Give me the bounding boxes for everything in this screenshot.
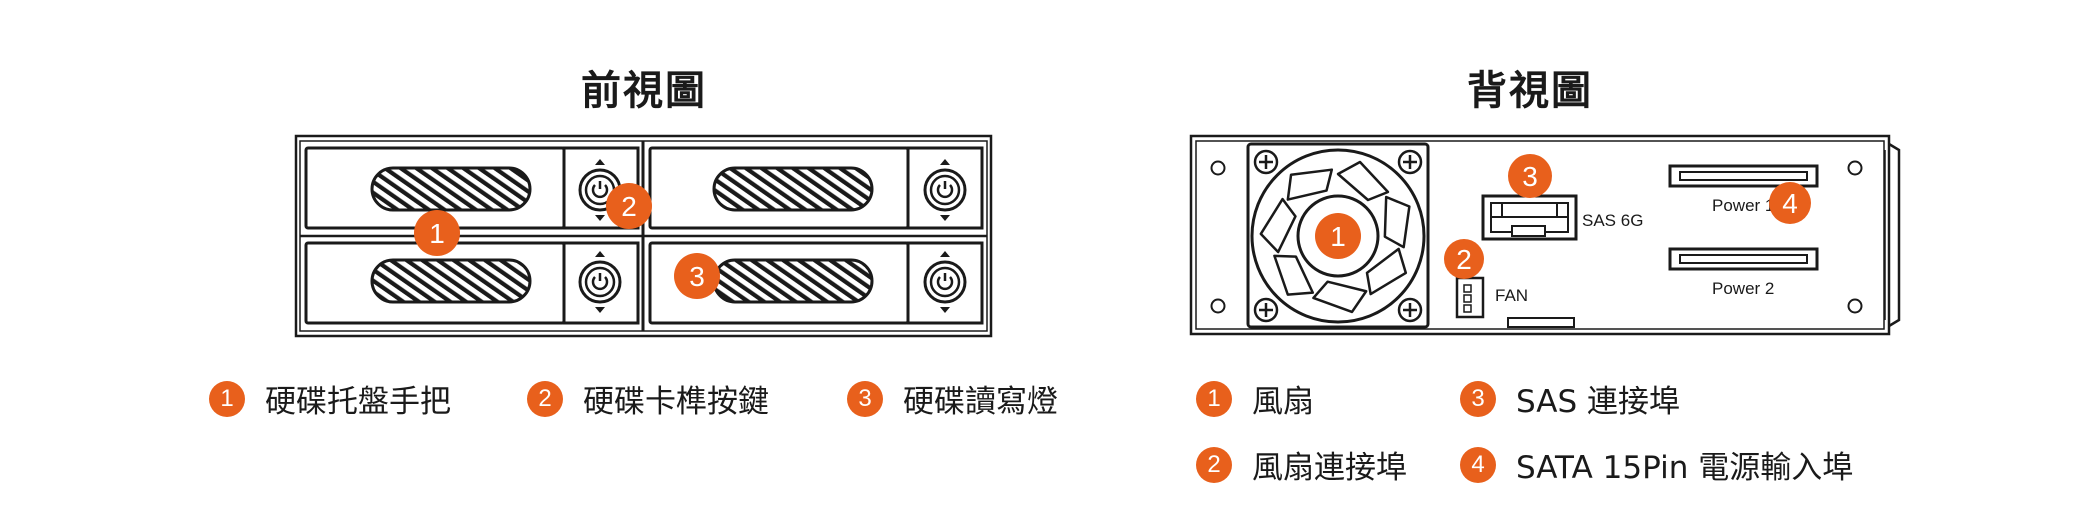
tray-handle <box>712 258 874 304</box>
legend-number-badge: 3 <box>1460 380 1496 417</box>
legend-number-badge: 1 <box>209 380 245 417</box>
svg-text:3: 3 <box>1522 161 1538 192</box>
legend-text: 硬碟卡榫按鍵 <box>583 384 769 420</box>
svg-text:4: 4 <box>1782 188 1798 219</box>
sas-port-label: SAS 6G <box>1582 211 1643 230</box>
tray-latch-knob <box>923 260 967 304</box>
back-view-title: 背視圖 <box>1467 68 1593 114</box>
svg-text:2: 2 <box>621 191 637 222</box>
sas-port: SAS 6G <box>1481 194 1643 241</box>
fan-screw <box>1397 149 1423 175</box>
front-legend-item-2: 2 硬碟卡榫按鍵 <box>527 376 769 421</box>
mount-hole <box>1210 298 1226 314</box>
back-legend-item-1: 1 風扇 <box>1196 376 1314 421</box>
back-legend-item-3: 3 SAS 連接埠 <box>1460 376 1680 421</box>
front-marker-3: 3 <box>674 253 720 299</box>
legend-text: SAS 連接埠 <box>1516 384 1680 420</box>
legend-text: 風扇連接埠 <box>1252 450 1407 486</box>
mount-hole <box>1210 160 1226 176</box>
front-tray-top-left <box>304 146 640 230</box>
legend-number-badge: 4 <box>1460 446 1496 483</box>
fan-screw <box>1253 297 1279 323</box>
front-legend-item-3: 3 硬碟讀寫燈 <box>847 376 1058 421</box>
legend-text: SATA 15Pin 電源輸入埠 <box>1516 450 1854 486</box>
fan-screw <box>1253 149 1279 175</box>
tray-latch-knob <box>578 260 622 304</box>
power-connector-1: Power 1 <box>1668 164 1819 215</box>
mount-hole <box>1847 160 1863 176</box>
back-marker-2: 2 <box>1444 239 1484 279</box>
svg-text:1: 1 <box>429 218 445 249</box>
front-legend-item-1: 1 硬碟托盤手把 <box>209 376 451 421</box>
front-marker-2: 2 <box>606 183 652 229</box>
svg-text:1: 1 <box>1330 221 1346 252</box>
svg-text:3: 3 <box>689 261 705 292</box>
tray-handle <box>370 258 532 304</box>
back-legend-item-4: 4 SATA 15Pin 電源輸入埠 <box>1460 442 1853 487</box>
power-2-label: Power 2 <box>1712 279 1774 298</box>
fan-screw <box>1397 297 1423 323</box>
back-marker-3: 3 <box>1508 154 1552 198</box>
svg-text:2: 2 <box>1456 244 1472 275</box>
front-tray-bottom-left <box>304 241 640 325</box>
tray-handle <box>370 166 532 212</box>
back-marker-1: 1 <box>1315 213 1361 259</box>
front-marker-1: 1 <box>414 210 460 256</box>
legend-number-badge: 1 <box>1196 380 1232 417</box>
legend-number-badge: 3 <box>847 380 883 417</box>
mount-hole <box>1847 298 1863 314</box>
tray-latch-knob <box>923 168 967 212</box>
power-1-label: Power 1 <box>1712 196 1774 215</box>
legend-text: 風扇 <box>1252 384 1314 420</box>
power-connector-2: Power 2 <box>1668 247 1819 298</box>
fan-connector-label: FAN <box>1495 286 1528 305</box>
front-tray-top-right <box>648 146 984 230</box>
back-marker-4: 4 <box>1769 182 1811 224</box>
legend-number-badge: 2 <box>1196 446 1232 483</box>
legend-text: 硬碟讀寫燈 <box>903 384 1058 420</box>
tray-handle <box>712 166 874 212</box>
legend-text: 硬碟托盤手把 <box>265 384 451 420</box>
back-legend-item-2: 2 風扇連接埠 <box>1196 442 1407 487</box>
legend-number-badge: 2 <box>527 380 563 417</box>
front-view-title: 前視圖 <box>581 68 707 114</box>
